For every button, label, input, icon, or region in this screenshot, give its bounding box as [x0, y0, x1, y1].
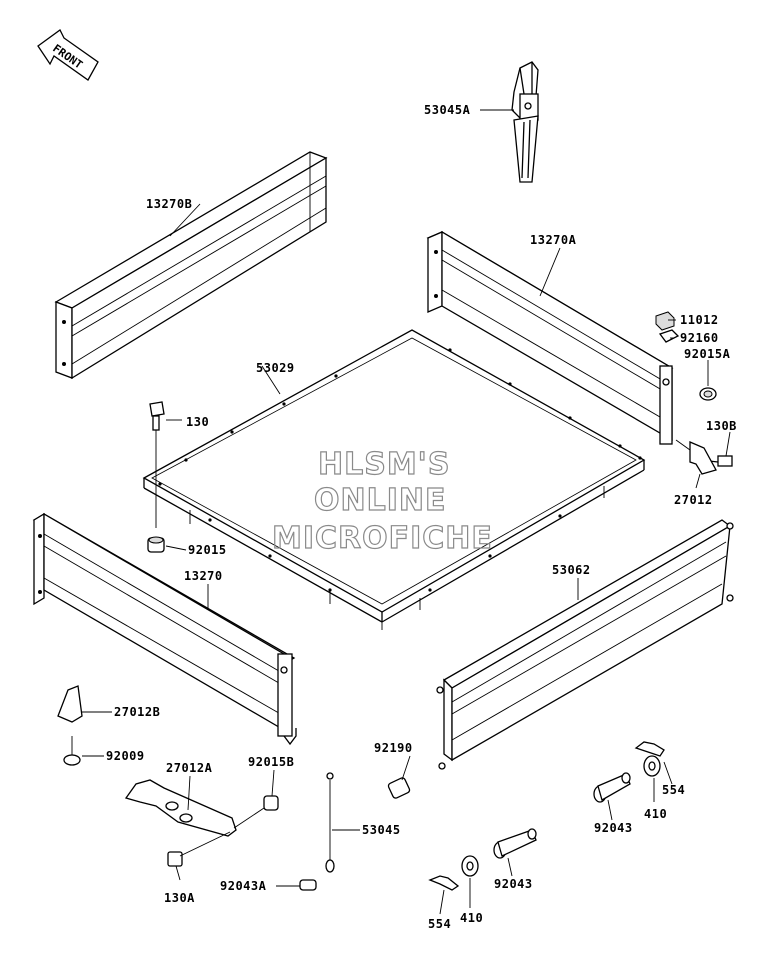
label-27012A: 27012A [166, 761, 213, 775]
label-130A: 130A [164, 891, 195, 905]
label-13270B: 13270B [146, 197, 192, 211]
label-53045: 53045 [362, 823, 401, 837]
part-53062-tailgate [436, 519, 734, 770]
part-13270B-panel [54, 151, 328, 380]
part-13270A-panel [426, 230, 674, 445]
label-53045A: 53045A [424, 103, 471, 117]
part-554-clip-left [428, 875, 460, 891]
part-410-washer-left [461, 855, 479, 877]
label-554-right: 554 [662, 783, 685, 797]
part-92043-pin-left [493, 828, 537, 859]
part-92190-bushing [387, 777, 411, 799]
part-554-clip-right [634, 741, 665, 757]
part-92015B-collar [233, 795, 279, 829]
label-13270: 13270 [184, 569, 223, 583]
label-92043A: 92043A [220, 879, 267, 893]
part-130-bolt [149, 401, 165, 528]
watermark-line3: MICROFICHE [272, 521, 493, 556]
label-130B: 130B [706, 419, 737, 433]
part-labels: 53045A 13270B 13270A 11012 92160 92015A … [106, 103, 737, 931]
part-92015A-nut [699, 387, 717, 401]
part-53045-cable [325, 772, 335, 873]
part-92009-screw [63, 736, 81, 766]
label-554-left: 554 [428, 917, 451, 931]
label-27012B: 27012B [114, 705, 160, 719]
label-92015A: 92015A [684, 347, 731, 361]
part-27012B-bracket [57, 685, 83, 723]
part-410-washer-right [643, 755, 661, 777]
label-27012: 27012 [674, 493, 713, 507]
label-92160: 92160 [680, 331, 719, 345]
label-13270A: 13270A [530, 233, 577, 247]
front-arrow-icon: FRONT [37, 29, 99, 81]
label-130: 130 [186, 415, 209, 429]
label-11012: 11012 [680, 313, 719, 327]
part-130A-bolt [167, 831, 231, 867]
label-92190: 92190 [374, 741, 413, 755]
label-92043-left: 92043 [494, 877, 533, 891]
watermark-line2: ONLINE [314, 483, 447, 518]
label-92009: 92009 [106, 749, 145, 763]
part-27012A-plate [124, 779, 237, 837]
part-92043-pin-right [593, 772, 631, 803]
part-53045A-handle [511, 61, 539, 183]
label-410-right: 410 [644, 807, 667, 821]
label-92015B: 92015B [248, 755, 294, 769]
part-92160-clip [658, 329, 680, 343]
part-11012-cap [655, 311, 675, 331]
part-53029-frame [142, 329, 646, 630]
part-92015-nut [147, 536, 165, 553]
label-53029: 53029 [256, 361, 295, 375]
watermark: HLSM'S ONLINE MICROFICHE [271, 446, 493, 556]
label-92043-right: 92043 [594, 821, 633, 835]
watermark-line1: HLSM'S [318, 447, 450, 482]
part-92043A-pin [299, 879, 317, 891]
label-410-left: 410 [460, 911, 483, 925]
label-53062: 53062 [552, 563, 591, 577]
leader-lines [82, 109, 731, 915]
label-92015: 92015 [188, 543, 227, 557]
part-13270-panel [32, 512, 297, 746]
part-27012-bracket [675, 439, 717, 475]
